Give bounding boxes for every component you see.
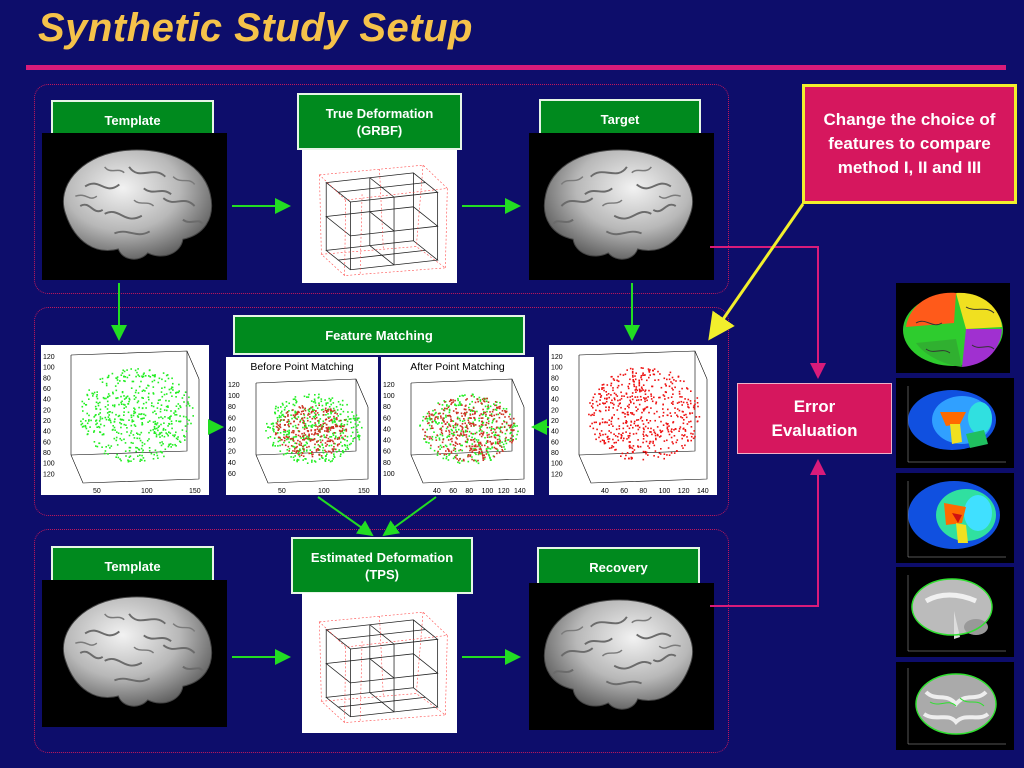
tick-label: 60 [228,471,236,478]
true-deformation-grid-image [302,150,457,283]
tick-label: 120 [551,471,563,478]
tick-label: 100 [482,488,494,495]
sagittal-mri-slice-image [896,567,1014,657]
tick-label: 60 [620,488,628,495]
tick-label: 100 [228,393,240,400]
tick-label: 80 [43,450,51,457]
error-evaluation-box: Error Evaluation [737,383,892,454]
point-cloud-series [274,404,348,458]
segmented-slice-image-1 [896,378,1014,468]
tick-label: 60 [449,488,457,495]
tick-label: 100 [43,365,55,372]
tick-label: 120 [228,382,240,389]
top-row-group [34,84,729,294]
tick-label: 120 [383,382,395,389]
template-point-cloud-plot: 120 100 80 60 40 20 20 40 60 80 100 120 50 100 150 [41,345,209,495]
tick-label: 100 [141,488,153,495]
axial-mri-slice-image [896,662,1014,750]
point-cloud-series [265,393,363,464]
parcellated-brain-image [896,283,1010,373]
estimated-deformation-grid-image [302,593,457,733]
target-brain-image [529,133,714,280]
tick-label: 150 [358,488,370,495]
tick-label: 50 [93,488,101,495]
tick-label: 40 [43,429,51,436]
tick-label: 100 [383,393,395,400]
tick-label: 40 [228,426,236,433]
true-deformation-label: True Deformation (GRBF) [297,93,462,150]
tick-label: 40 [383,426,391,433]
tick-label: 60 [43,439,51,446]
template-label-bottom: Template [51,546,214,586]
tick-label: 80 [639,488,647,495]
tick-label: 80 [383,404,391,411]
recovery-brain-image [529,583,714,730]
tick-label: 100 [659,488,671,495]
tick-label: 60 [383,449,391,456]
tick-label: 100 [383,471,395,478]
tick-label: 100 [318,488,330,495]
template-brain-image-bottom [42,580,227,727]
tick-label: 80 [383,460,391,467]
recovery-label: Recovery [537,547,700,587]
tick-label: 120 [43,354,55,361]
tick-label: 40 [43,397,51,404]
tick-label: 60 [551,386,559,393]
after-matching-plot: After Point Matching 120 100 80 60 40 40 60 80 1… [381,357,534,495]
page-title: Synthetic Study Setup [38,6,473,50]
feature-matching-label: Feature Matching [233,315,525,355]
feature-choice-note: Change the choice of features to compare… [802,84,1017,204]
point-cloud-series [80,368,194,463]
tick-label: 20 [43,407,51,414]
tick-label: 40 [383,438,391,445]
tick-label: 20 [551,407,559,414]
tick-label: 20 [43,418,51,425]
tick-label: 40 [551,397,559,404]
after-matching-title: After Point Matching [410,361,505,373]
tick-label: 20 [228,438,236,445]
tick-label: 60 [43,386,51,393]
tick-label: 120 [43,471,55,478]
segmented-slice-image-2 [896,473,1014,563]
point-cloud-series [422,395,515,462]
title-underline [26,65,1006,70]
tick-label: 80 [228,404,236,411]
tick-label: 40 [551,429,559,436]
before-matching-title: Before Point Matching [250,361,354,373]
target-point-cloud-plot: 120 100 80 60 40 20 20 40 60 80 100 120 40 60 80 100 120… [549,345,717,495]
tick-label: 80 [465,488,473,495]
tick-label: 100 [43,461,55,468]
tick-label: 80 [43,375,51,382]
tick-label: 80 [551,375,559,382]
point-cloud-series [419,393,519,465]
tick-label: 140 [697,488,709,495]
bottom-row-group [34,529,729,753]
tick-label: 20 [551,418,559,425]
tick-label: 50 [278,488,286,495]
before-matching-plot: Before Point Matching 120 100 80 60 40 20 20 40… [226,357,378,495]
tick-label: 100 [551,461,563,468]
tick-label: 60 [551,439,559,446]
tick-label: 150 [189,488,201,495]
tick-label: 60 [228,415,236,422]
tick-label: 120 [498,488,510,495]
tick-label: 20 [228,449,236,456]
tick-label: 40 [601,488,609,495]
template-brain-image-top [42,133,227,280]
point-cloud-series [588,367,701,461]
tick-label: 60 [383,415,391,422]
tick-label: 120 [551,354,563,361]
tick-label: 80 [551,450,559,457]
estimated-deformation-label: Estimated Deformation (TPS) [291,537,473,594]
tick-label: 40 [433,488,441,495]
tick-label: 120 [678,488,690,495]
tick-label: 100 [551,365,563,372]
middle-row-group [34,307,729,516]
tick-label: 140 [514,488,526,495]
tick-label: 40 [228,460,236,467]
